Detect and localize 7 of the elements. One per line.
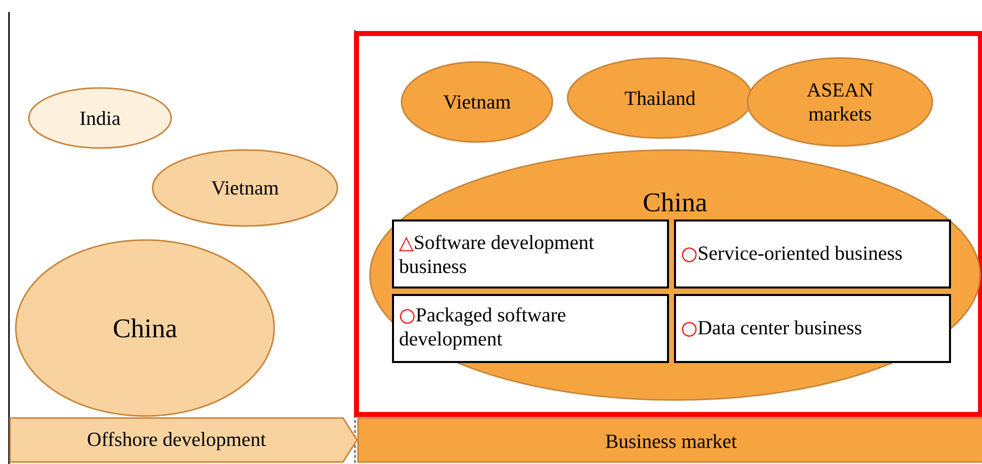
text-box: ○Service-oriented business [674,220,951,288]
frame [354,31,982,417]
text-box: ○Packaged software development [392,294,669,363]
chevron-banner: Business market [357,417,982,463]
chevron-banner: Offshore development [9,417,358,463]
text-box: △Software development business [392,220,669,288]
text-box: ○Data center business [674,294,951,363]
